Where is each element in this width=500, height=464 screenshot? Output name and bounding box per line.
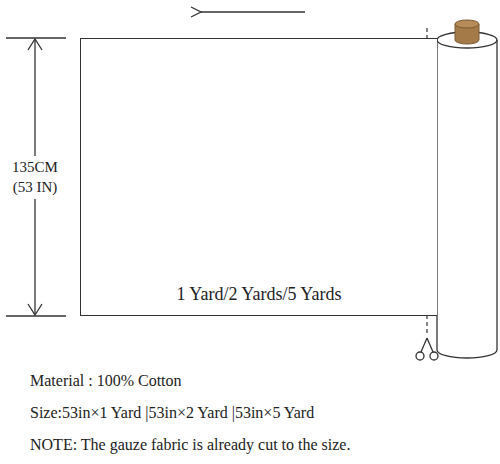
cut-note: NOTE: The gauze fabric is already cut to… bbox=[30, 435, 350, 456]
fabric-panel: 1 Yard/2 Yards/5 Yards bbox=[80, 38, 437, 316]
scissors-icon bbox=[416, 338, 438, 360]
roll-core bbox=[455, 20, 479, 44]
length-options: 1 Yard/2 Yards/5 Yards bbox=[176, 284, 341, 305]
dimension-label: 135CM (53 IN) bbox=[4, 156, 66, 199]
material-note: Material : 100% Cotton bbox=[30, 371, 182, 392]
fabric-roll bbox=[437, 32, 497, 358]
direction-arrow bbox=[201, 11, 305, 13]
size-note: Size:53in×1 Yard |53in×2 Yard |53in×5 Ya… bbox=[30, 403, 314, 424]
